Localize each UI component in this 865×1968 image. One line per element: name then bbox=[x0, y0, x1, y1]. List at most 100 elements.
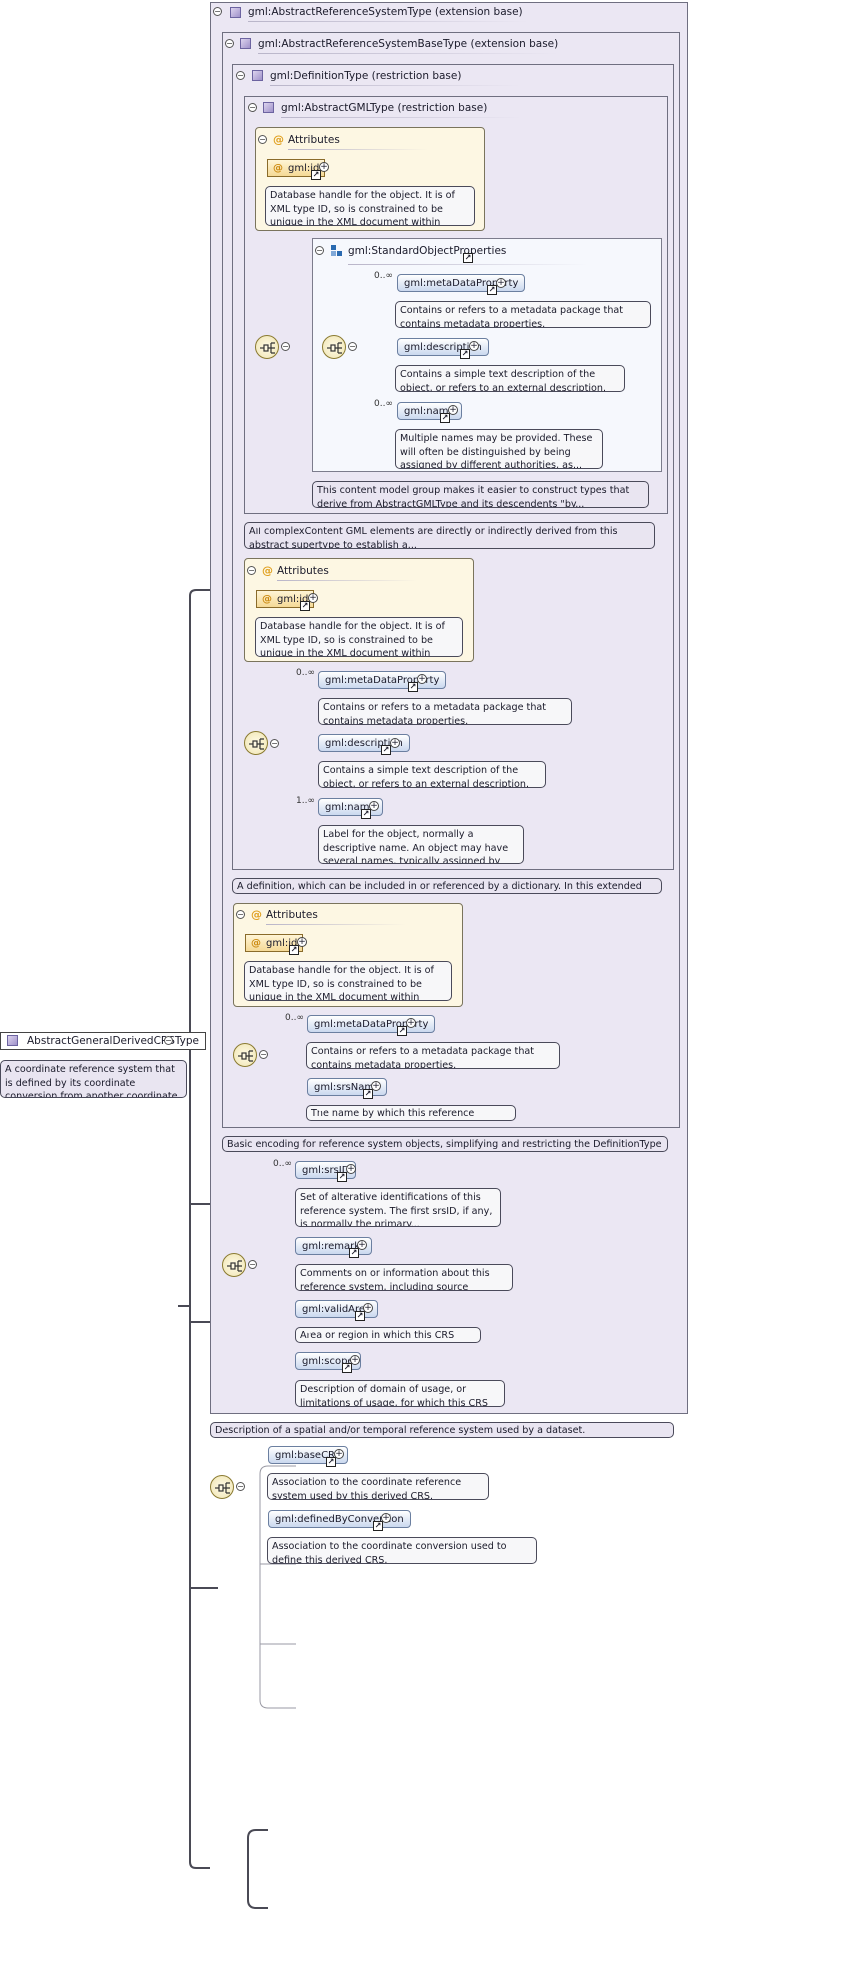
element-metadataproperty[interactable]: gml:metaDataProperty bbox=[307, 1015, 436, 1033]
plus-expand-icon[interactable]: + bbox=[448, 405, 458, 415]
cardinality: 0..∞ bbox=[374, 271, 393, 281]
annotation: Database handle for the object. It is of… bbox=[255, 617, 463, 657]
element-metadataproperty[interactable]: gml:metaDataProperty bbox=[318, 671, 447, 689]
hyperlink-arrow-icon[interactable]: ↗ bbox=[300, 601, 310, 611]
cardinality: 0..∞ bbox=[285, 1013, 304, 1023]
cardinality: 0..∞ bbox=[273, 1159, 292, 1169]
minus-toggle-icon[interactable]: − bbox=[236, 1482, 245, 1491]
plus-expand-icon[interactable]: + bbox=[371, 1081, 381, 1091]
plus-expand-icon[interactable]: + bbox=[406, 1018, 416, 1028]
element-metadataproperty[interactable]: gml:metaDataProperty bbox=[397, 274, 526, 292]
annotation: Association to the coordinate reference … bbox=[267, 1473, 489, 1500]
annotation: Description of domain of usage, or limit… bbox=[295, 1380, 505, 1407]
hyperlink-arrow-icon[interactable]: ↗ bbox=[373, 1521, 383, 1531]
annotation: Contains a simple text description of th… bbox=[318, 761, 546, 788]
complex-type-icon bbox=[7, 1035, 18, 1046]
minus-toggle-icon[interactable]: − bbox=[164, 1036, 173, 1045]
minus-toggle-icon[interactable]: − bbox=[236, 71, 245, 80]
plus-expand-icon[interactable]: + bbox=[357, 1240, 367, 1250]
hyperlink-arrow-icon[interactable]: ↗ bbox=[363, 1089, 373, 1099]
minus-toggle-icon[interactable]: − bbox=[281, 342, 290, 351]
minus-toggle-icon[interactable]: − bbox=[213, 7, 222, 16]
minus-toggle-icon[interactable]: − bbox=[258, 135, 267, 144]
minus-toggle-icon[interactable]: − bbox=[259, 1050, 268, 1059]
type-annotation: A definition, which can be included in o… bbox=[232, 878, 662, 894]
hyperlink-arrow-icon[interactable]: ↗ bbox=[337, 1172, 347, 1182]
type-annotation: All complexContent GML elements are dire… bbox=[244, 522, 655, 549]
plus-expand-icon[interactable]: + bbox=[369, 801, 379, 811]
annotation: Association to the coordinate conversion… bbox=[267, 1537, 537, 1564]
plus-expand-icon[interactable]: + bbox=[381, 1513, 391, 1523]
type-title: gml:AbstractReferenceSystemBaseType (ext… bbox=[258, 38, 559, 50]
type-title: gml:AbstractReferenceSystemType (extensi… bbox=[248, 6, 523, 18]
plus-expand-icon[interactable]: + bbox=[363, 1303, 373, 1313]
hyperlink-arrow-icon[interactable]: ↗ bbox=[381, 745, 391, 755]
plus-expand-icon[interactable]: + bbox=[346, 1164, 356, 1174]
cardinality: 0..∞ bbox=[374, 399, 393, 409]
root-type-node[interactable]: AbstractGeneralDerivedCRSType bbox=[0, 1032, 206, 1050]
hyperlink-arrow-icon[interactable]: ↗ bbox=[289, 945, 299, 955]
plus-expand-icon[interactable]: + bbox=[417, 674, 427, 684]
plus-expand-icon[interactable]: + bbox=[350, 1355, 360, 1365]
minus-toggle-icon[interactable]: − bbox=[248, 1260, 257, 1269]
sequence-compositor-icon[interactable] bbox=[244, 731, 268, 755]
hyperlink-arrow-icon[interactable]: ↗ bbox=[460, 349, 470, 359]
minus-toggle-icon[interactable]: − bbox=[236, 910, 245, 919]
plus-expand-icon[interactable]: + bbox=[496, 278, 506, 288]
sequence-compositor-icon[interactable] bbox=[322, 335, 346, 359]
annotation: Contains or refers to a metadata package… bbox=[306, 1042, 560, 1069]
plus-expand-icon[interactable]: + bbox=[390, 738, 400, 748]
root-annotation: A coordinate reference system that is de… bbox=[0, 1060, 187, 1098]
hyperlink-arrow-icon[interactable]: ↗ bbox=[408, 682, 418, 692]
hyperlink-arrow-icon[interactable]: ↗ bbox=[361, 809, 371, 819]
plus-expand-icon[interactable]: + bbox=[469, 341, 479, 351]
hyperlink-arrow-icon[interactable]: ↗ bbox=[487, 285, 497, 295]
hyperlink-arrow-icon[interactable]: ↗ bbox=[440, 413, 450, 423]
sequence-compositor-icon[interactable] bbox=[233, 1043, 257, 1067]
sequence-compositor-icon[interactable] bbox=[210, 1475, 234, 1499]
minus-toggle-icon[interactable]: − bbox=[248, 103, 257, 112]
annotation: Database handle for the object. It is of… bbox=[244, 961, 452, 1001]
hyperlink-arrow-icon[interactable]: ↗ bbox=[463, 253, 473, 263]
cardinality: 1..∞ bbox=[296, 796, 315, 806]
group-title: gml:StandardObjectProperties bbox=[348, 245, 507, 257]
minus-toggle-icon[interactable]: − bbox=[348, 342, 357, 351]
hyperlink-arrow-icon[interactable]: ↗ bbox=[349, 1248, 359, 1258]
plus-expand-icon[interactable]: + bbox=[319, 162, 329, 172]
attributes-title: Attributes bbox=[277, 565, 329, 577]
complex-type-icon bbox=[252, 70, 263, 81]
attribute-gml-id[interactable]: @gml:id bbox=[245, 934, 304, 952]
attribute-gml-id[interactable]: @gml:id bbox=[256, 590, 315, 608]
plus-expand-icon[interactable]: + bbox=[308, 593, 318, 603]
hyperlink-arrow-icon[interactable]: ↗ bbox=[311, 170, 321, 180]
sequence-compositor-icon[interactable] bbox=[255, 335, 279, 359]
annotation: Contains a simple text description of th… bbox=[395, 365, 625, 392]
hyperlink-arrow-icon[interactable]: ↗ bbox=[326, 1457, 336, 1467]
complex-type-icon bbox=[263, 102, 274, 113]
minus-toggle-icon[interactable]: − bbox=[315, 246, 324, 255]
attributes-title: Attributes bbox=[288, 134, 340, 146]
hyperlink-arrow-icon[interactable]: ↗ bbox=[397, 1026, 407, 1036]
type-title: gml:AbstractGMLType (restriction base) bbox=[281, 102, 488, 114]
sequence-compositor-icon[interactable] bbox=[222, 1253, 246, 1277]
type-title: gml:DefinitionType (restriction base) bbox=[270, 70, 462, 82]
hyperlink-arrow-icon[interactable]: ↗ bbox=[342, 1363, 352, 1373]
minus-toggle-icon[interactable]: − bbox=[225, 39, 234, 48]
annotation: Set of alterative identifications of thi… bbox=[295, 1188, 501, 1227]
annotation: Comments on or information about this re… bbox=[295, 1264, 513, 1291]
plus-expand-icon[interactable]: + bbox=[297, 937, 307, 947]
attribute-at-icon: @ bbox=[251, 908, 262, 921]
type-annotation: Description of a spatial and/or temporal… bbox=[210, 1422, 674, 1438]
model-group-icon bbox=[331, 245, 342, 256]
annotation: Multiple names may be provided. These wi… bbox=[395, 429, 603, 469]
attribute-at-icon: @ bbox=[273, 133, 284, 146]
annotation: Contains or refers to a metadata package… bbox=[395, 301, 651, 328]
cardinality: 0..∞ bbox=[296, 668, 315, 678]
minus-toggle-icon[interactable]: − bbox=[270, 739, 279, 748]
minus-toggle-icon[interactable]: − bbox=[247, 566, 256, 575]
hyperlink-arrow-icon[interactable]: ↗ bbox=[355, 1311, 365, 1321]
annotation: Contains or refers to a metadata package… bbox=[318, 698, 572, 725]
complex-type-icon bbox=[240, 38, 251, 49]
plus-expand-icon[interactable]: + bbox=[334, 1449, 344, 1459]
type-annotation: Basic encoding for reference system obje… bbox=[222, 1136, 668, 1152]
